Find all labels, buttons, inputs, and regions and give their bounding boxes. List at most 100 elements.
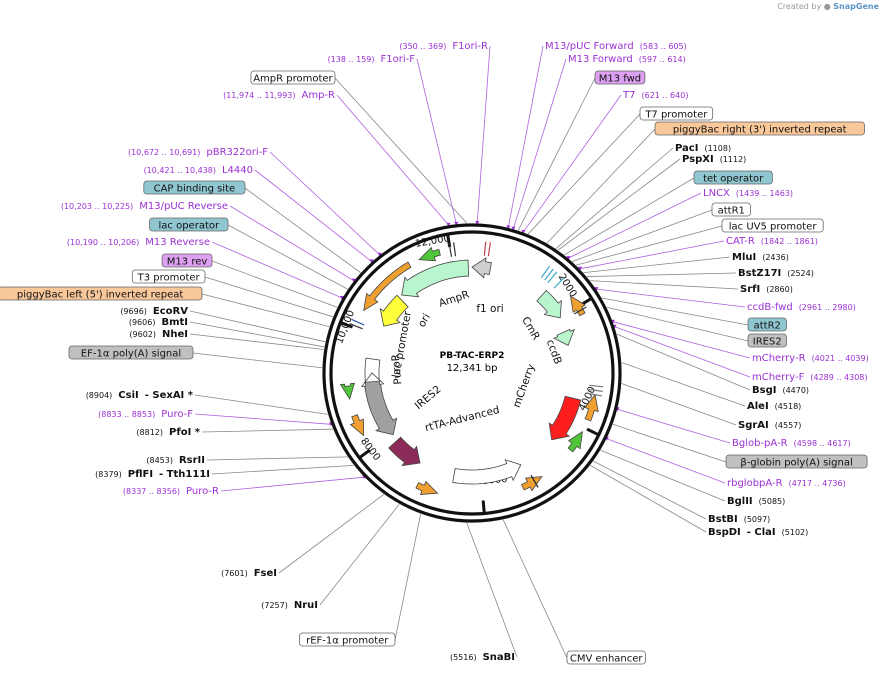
primer-marker [418, 246, 441, 262]
label-primer-rbglobpa-r: rbglobpA-R(4717 .. 4736) [727, 478, 846, 489]
label-site-sgrai: SgrAI(4557) [738, 420, 801, 431]
feature-tick [588, 392, 603, 397]
leader-f1ori-r [476, 45, 491, 224]
primer-tick [511, 226, 516, 231]
primer-marker [415, 480, 439, 495]
label-primer-puro-f: (8833 .. 8853) Puro-F [98, 409, 193, 420]
label-site-nhei: (9602)NheI [129, 329, 188, 340]
label-box-cap-binding-site [143, 180, 246, 195]
feature-label-ampr: AmpR [437, 289, 471, 310]
primer-name: F1ori-F [381, 54, 416, 65]
label-box-piggybac-left-5-inverted-repeat [0, 286, 203, 301]
primer-tick [577, 266, 582, 271]
leader-piggybac-left-5-inverted-repeat [201, 293, 330, 328]
label-box-lac-uv5-promoter [721, 218, 824, 233]
site-name: BstZ17I [738, 268, 781, 279]
label-bmti: (9606)BmtI [129, 317, 188, 328]
leader-t3-promoter [204, 276, 334, 318]
label-t7: T7(621 .. 640) [622, 90, 688, 101]
feature-label-mcherry: mCherry [511, 363, 538, 410]
primer-marker-shape [567, 430, 583, 453]
primer-range: (597 .. 614) [639, 55, 686, 64]
primer-range: (2961 .. 2980) [799, 303, 856, 312]
plasmid-center: PB-TAC-ERP2 12,341 bp [440, 351, 505, 374]
label-primer-t7: T7(621 .. 640) [622, 90, 688, 101]
label-primer-m13-puc-reverse: (10,203 .. 10,225)M13/pUC Reverse [61, 201, 228, 212]
primer-marker [569, 295, 586, 317]
label-sgrai: SgrAI(4557) [738, 420, 801, 431]
primer-marker-shape [584, 393, 599, 422]
primer-name: LNCX [703, 188, 730, 199]
leader-bmti [189, 321, 325, 348]
label-bstbi: BstBI(5097) [708, 514, 770, 525]
site-name: SgrAI [738, 420, 769, 431]
primer-range: (8833 .. 8853) [98, 410, 155, 419]
label-site-bstbi: BstBI(5097) [708, 514, 770, 525]
leader-f1ori-f [416, 58, 457, 224]
label-alei: AleI(4518) [747, 401, 801, 412]
label-text-m13-fwd: M13 fwd [599, 74, 641, 85]
label-text-m13-rev: M13 rev [167, 257, 208, 268]
label-site-paci: PacI(1108) [675, 143, 731, 154]
label-primer-m13-reverse: (10,190 .. 10,206)M13 Reverse [67, 237, 210, 248]
leader-lac-operator [227, 224, 348, 290]
label-amp-r: (11,974 .. 11,993)Amp-R [223, 90, 335, 101]
feature-ccdb-shape [552, 328, 575, 346]
primer-marker [363, 261, 412, 312]
site-position: (5102) [782, 528, 809, 537]
primer-marker-shape [521, 476, 543, 492]
label-ef-1-poly-a-signal: EF-1α poly(A) signal [68, 345, 194, 360]
label-ref-1-promoter: rEF-1α promoter [299, 632, 396, 647]
leader-ecorv [189, 310, 326, 343]
label-globin-poly-a-signal: β-globin poly(A) signal [725, 454, 868, 469]
primer-tick [446, 222, 451, 227]
site-name: BglII [727, 496, 753, 507]
label-primer-l4440: (10,421 .. 10,438)L4440 [144, 165, 253, 176]
feature-tick [487, 242, 491, 257]
leader-nrui [319, 503, 400, 606]
label-l4440: (10,421 .. 10,438)L4440 [144, 165, 253, 176]
label-site-bstz17i: BstZ17I(2524) [738, 268, 814, 279]
leader-alei [621, 362, 746, 407]
credit-text: Created by ● SnapGene [777, 2, 879, 11]
label-text-globin-poly-a-signal: β-globin poly(A) signal [740, 458, 852, 469]
feature-tick [588, 388, 603, 392]
primer-tick [377, 252, 382, 257]
primer-name: M13/pUC Forward [545, 41, 634, 52]
leader-mcherry-r [612, 321, 751, 359]
label-piggybac-left-5-inverted-repeat: piggyBac left (5') inverted repeat [0, 286, 203, 301]
label-site-nrui: (7257)NruI [261, 600, 318, 611]
feature-ccdb [552, 328, 575, 346]
label-m13-rev: M13 rev [161, 253, 213, 268]
label-site-csii: (8904)CsiI- SexAI * [86, 390, 194, 401]
label-site-pflfi: (8379)PflFI- Tth111I [95, 469, 210, 480]
label-srfi: SrfI(2860) [740, 284, 793, 295]
label-cmv-enhancer: CMV enhancer [566, 650, 646, 665]
primer-tick [521, 230, 526, 235]
primer-name: T7 [622, 90, 635, 101]
label-m13-puc-reverse: (10,203 .. 10,225)M13/pUC Reverse [61, 201, 228, 212]
label-box-ires2 [747, 333, 787, 348]
primer-marker-shape [569, 295, 586, 317]
primer-range: (1439 .. 1463) [736, 189, 793, 198]
label-text-cap-binding-site: CAP binding site [154, 184, 236, 195]
site-name: SnaBI [483, 652, 515, 663]
label-puro-f: (8833 .. 8853) Puro-F [98, 409, 193, 420]
feature-lac-promoter-shape [360, 357, 385, 388]
label-pflfi: (8379)PflFI- Tth111I [95, 469, 210, 480]
label-cat-r: CAT-R(1842 .. 1861) [726, 236, 818, 247]
label-tet-operator: tet operator [693, 170, 773, 185]
leader-bstbi [593, 460, 707, 520]
plasmid-backbone [322, 223, 622, 523]
site-name: PfoI * [169, 427, 201, 438]
primer-range: (4598 .. 4617) [794, 439, 851, 448]
primer-name: Puro-F [161, 409, 193, 420]
primer-name: Puro-R [186, 486, 219, 497]
label-primer-ccdb-fwd: ccdB-fwd(2961 .. 2980) [747, 302, 856, 313]
label-lac-operator: lac operator [149, 217, 229, 232]
label-m13-puc-forward: M13/pUC Forward(583 .. 605) [545, 41, 687, 52]
feature-ires2 [388, 436, 421, 467]
label-box-m13-fwd [594, 70, 646, 85]
label-csii: (8904)CsiI- SexAI * [86, 390, 194, 401]
label-text-attr1: attR1 [718, 206, 745, 217]
